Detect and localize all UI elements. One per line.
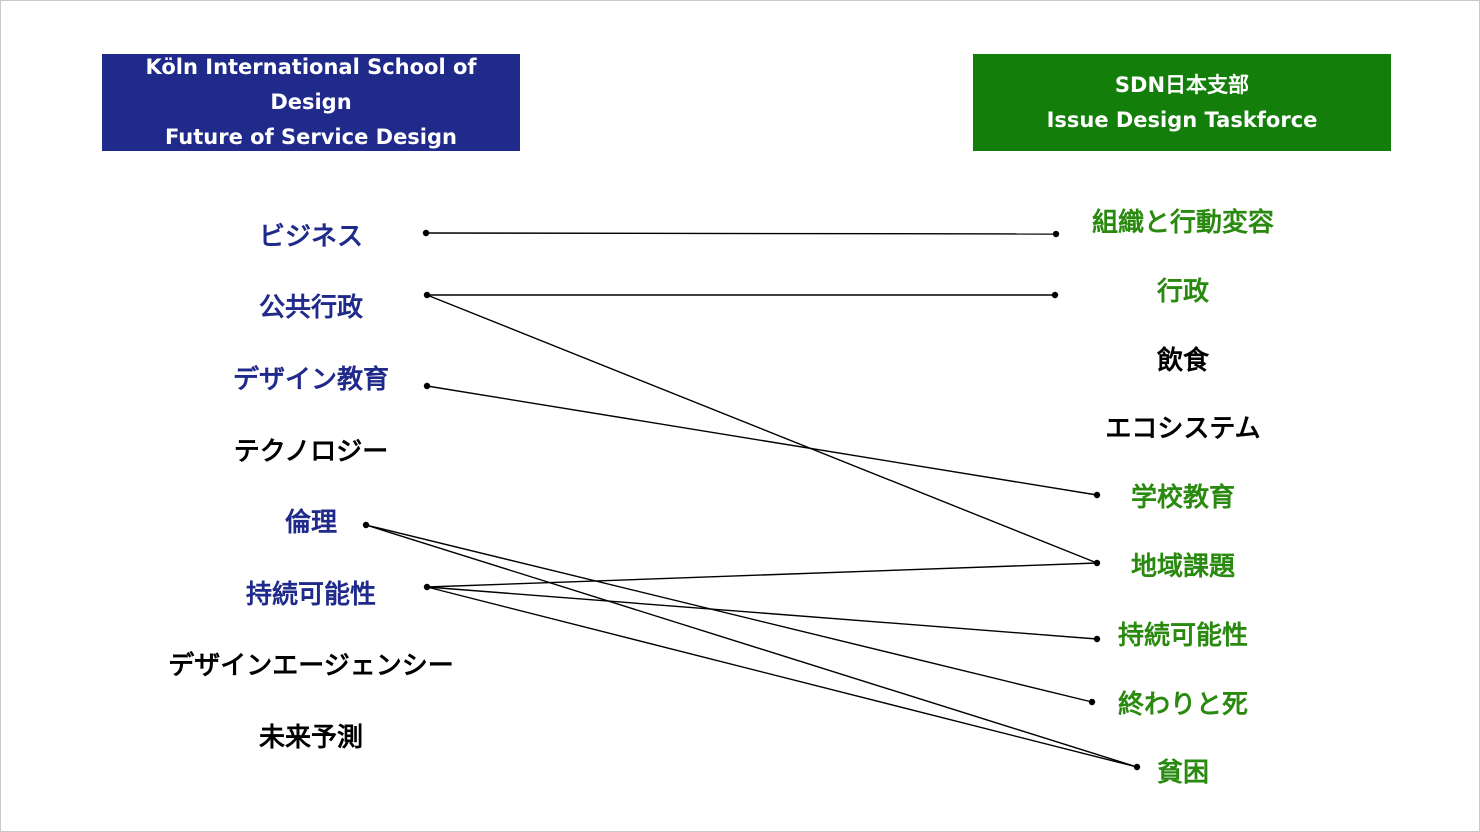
left-term-sustainability: 持続可能性 <box>245 580 377 610</box>
kisd-header-line2: Future of Service Design <box>165 125 457 149</box>
right-endpoint-dot-8ca756f0 <box>1133 763 1141 771</box>
right-term-ecosystem: エコシステム <box>1105 414 1261 444</box>
left-endpoint-dot-63017d9a53ef80fd6027 <box>423 583 431 591</box>
connection-line-4 <box>426 385 1098 496</box>
right-term-organization-behavior-change: 組織と行動変容 <box>1091 208 1275 238</box>
right-endpoint-dot-63017d9a53ef80fd6027 <box>1093 635 1101 643</box>
right-endpoint-dot-884c653f <box>1051 291 1059 299</box>
left-endpoint-dot-30d330b830cd30b9 <box>422 229 430 237</box>
connection-line-7 <box>426 562 1098 588</box>
left-endpoint-dot-502b7406 <box>362 521 370 529</box>
right-term-sustainability: 持続可能性 <box>1117 621 1249 651</box>
right-term-school-education: 学校教育 <box>1130 483 1236 513</box>
left-term-ethics: 倫理 <box>284 508 338 538</box>
left-term-future-forecasting: 未来予測 <box>258 723 364 753</box>
left-endpoint-dot-516c5171884c653f <box>423 291 431 299</box>
connection-line-8 <box>426 586 1098 640</box>
left-term-public-administration: 公共行政 <box>258 293 364 323</box>
right-term-government: 行政 <box>1156 277 1210 307</box>
right-endpoint-dot-5b666821655980b2 <box>1093 491 1101 499</box>
left-term-design-education: デザイン教育 <box>232 365 390 395</box>
left-term-design-agency: デザインエージェンシー <box>168 651 454 681</box>
right-endpoint-dot-7d447e543068884c52d559095bb9 <box>1052 230 1060 238</box>
right-term-ending-and-death: 終わりと死 <box>1117 690 1249 720</box>
sdn-header-line2: Issue Design Taskforce <box>1046 107 1318 132</box>
sdn-header: SDN日本支部 Issue Design Taskforce <box>973 54 1391 151</box>
right-term-food-beverage: 飲食 <box>1156 346 1210 376</box>
kisd-header-line1: Köln International School of Design <box>145 55 477 114</box>
connection-line-5 <box>365 524 1093 703</box>
left-term-technology: テクノロジー <box>233 437 389 467</box>
kisd-header: Köln International School of Design Futu… <box>102 54 520 151</box>
right-term-regional-issues: 地域課題 <box>1130 552 1236 582</box>
sdn-header-line1: SDN日本支部 <box>1114 72 1250 97</box>
right-endpoint-dot-573057df8ab2984c <box>1093 559 1101 567</box>
left-endpoint-dot-30c730b630a430f3655980b2 <box>423 382 431 390</box>
connection-line-1 <box>425 232 1057 235</box>
connection-line-3 <box>426 294 1098 564</box>
right-endpoint-dot-7d42308f308a30686b7b <box>1088 698 1096 706</box>
left-term-business: ビジネス <box>258 222 364 252</box>
right-term-poverty: 貧困 <box>1156 758 1210 788</box>
connection-line-9 <box>426 586 1138 768</box>
connection-line-6 <box>365 524 1138 768</box>
